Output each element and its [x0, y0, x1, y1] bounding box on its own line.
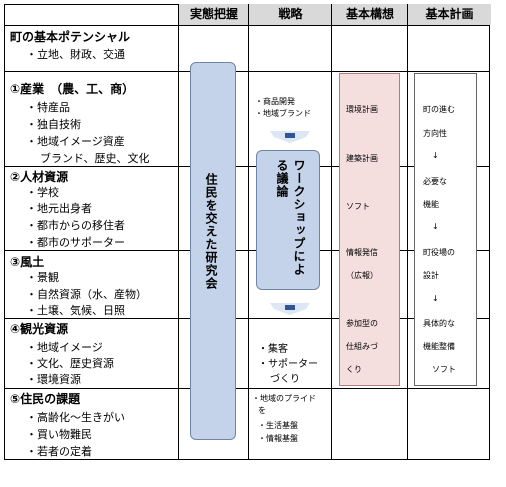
section-item: ・環境資源: [26, 373, 81, 386]
header-senryaku: 戦略: [248, 4, 332, 25]
plan-item: 町役場の: [423, 248, 455, 257]
section-item: ・地元出身者: [26, 202, 92, 215]
concept-item: 情報発信: [346, 248, 378, 257]
plan-arrow: ↓: [432, 151, 439, 160]
strategy-item: ・商品開発: [255, 97, 295, 106]
row-divider: [4, 250, 490, 251]
concept-item: 仕組みづ: [346, 342, 378, 351]
strategy-item: を: [258, 406, 266, 415]
section-title: ⑤住民の課題: [10, 392, 81, 406]
row-divider: [4, 166, 490, 167]
concept-item: くり: [346, 365, 362, 374]
strategy-item: ・生活基盤: [258, 421, 298, 430]
column-divider: [407, 4, 408, 460]
section-item: ・若者の定着: [26, 445, 92, 458]
concept-box: [339, 73, 400, 386]
section-title: ①産業 （農、工、商）: [10, 82, 135, 96]
section-item: ブランド、歴史、文化: [40, 152, 150, 165]
row-divider: [4, 388, 490, 389]
section-item: ・地域イメージ資産: [26, 135, 125, 148]
workshop-box-label: ワークショップによる議論: [275, 159, 306, 276]
section-item: ・地域イメージ: [26, 341, 103, 354]
column-divider: [331, 4, 332, 460]
research-box-label: 住民を交えた研究会: [204, 173, 218, 290]
section-title: 町の基本ポテンシャル: [10, 30, 131, 44]
section-title: ③風土: [10, 255, 45, 269]
strategy-item: ・サポーター: [258, 359, 318, 370]
workshop-box: ワークショップによる議論: [256, 150, 320, 290]
research-box: 住民を交えた研究会: [190, 62, 236, 440]
column-divider: [248, 4, 249, 460]
row-divider: [4, 25, 490, 26]
section-title: ④観光資源: [10, 322, 69, 336]
section-item: ・立地、財政、交通: [26, 48, 125, 61]
row-divider: [4, 71, 490, 72]
plan-arrow: ↓: [432, 294, 439, 303]
section-item: ・特産品: [26, 101, 70, 114]
plan-item: 機能: [423, 200, 439, 209]
section-item: ・学校: [26, 186, 59, 199]
concept-item: 参加型の: [346, 319, 378, 328]
header-kihon-koso: 基本構想: [331, 4, 408, 25]
plan-item: 具体的な: [423, 319, 455, 328]
concept-item: ソフト: [346, 202, 370, 211]
header-kihon-keikaku: 基本計画: [407, 4, 491, 25]
section-item: ・独自技術: [26, 118, 81, 131]
row-divider: [4, 318, 490, 319]
column-divider: [178, 4, 179, 460]
plan-item: 町の進む: [423, 105, 455, 114]
plan-item: 設計: [423, 271, 439, 280]
plan-item: 機能整備: [423, 342, 455, 351]
plan-arrow: ↓: [432, 222, 439, 231]
strategy-item: ・地域のプライド: [252, 394, 316, 403]
plan-item: 必要な: [423, 177, 447, 186]
strategy-item: ・情報基盤: [258, 434, 298, 443]
plan-item: ソフト: [432, 365, 456, 374]
concept-item: 建築計画: [346, 154, 378, 163]
section-item: ・買い物難民: [26, 428, 92, 441]
section-item: ・都市からの移住者: [26, 219, 125, 232]
strategy-item: ・地域ブランド: [255, 109, 311, 118]
section-item: ・自然資源（水、産物）: [26, 288, 147, 301]
header-jittai: 実態把握: [178, 4, 249, 25]
section-title: ②人材資源: [10, 170, 69, 184]
plan-box: [414, 73, 477, 386]
strategy-item: ・集客: [258, 344, 288, 355]
section-item: ・都市のサポーター: [26, 236, 125, 249]
concept-item: （広報）: [346, 271, 378, 280]
down-arrow-icon: [270, 303, 310, 315]
concept-item: 環境計画: [346, 105, 378, 114]
plan-item: 方向性: [423, 129, 447, 138]
section-item: ・高齢化～生きがい: [26, 411, 125, 424]
section-item: ・景観: [26, 271, 59, 284]
down-arrow-icon: [270, 131, 310, 143]
section-item: ・土壌、気候、日照: [26, 304, 125, 317]
section-item: ・文化、歴史資源: [26, 357, 114, 370]
strategy-item: づくり: [270, 374, 300, 385]
